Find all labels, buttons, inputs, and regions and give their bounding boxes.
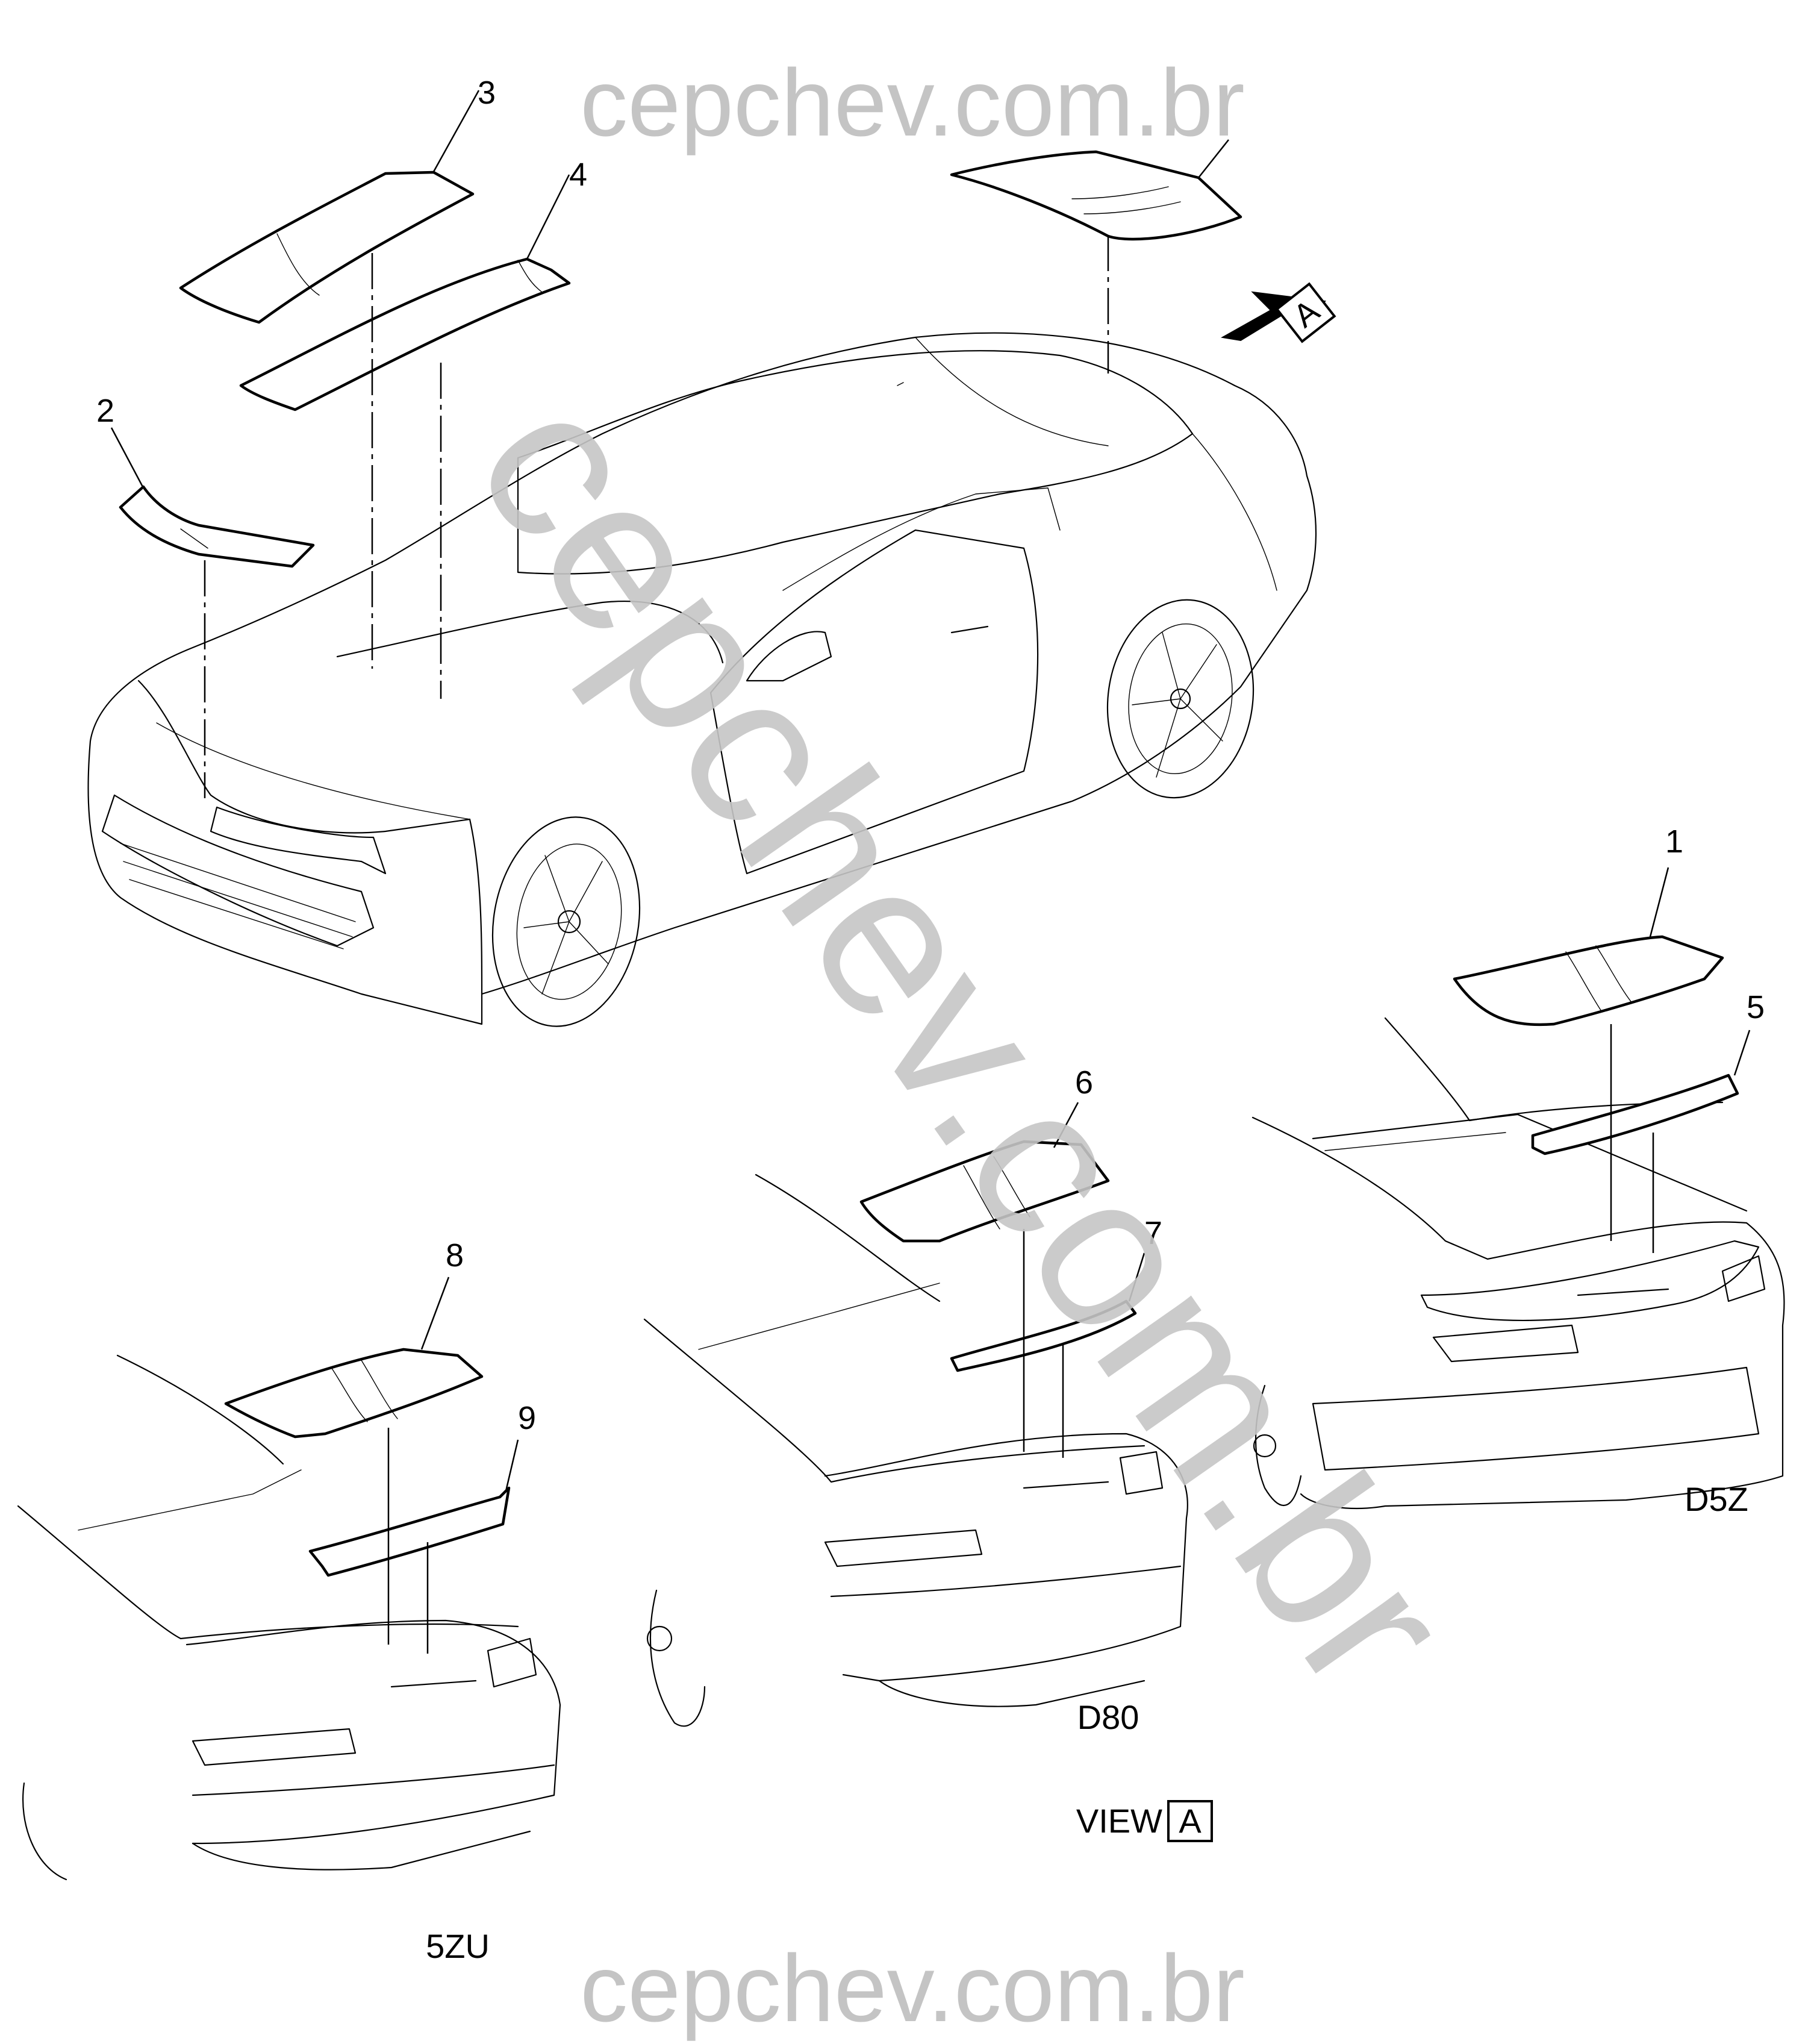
callout-8: 8 xyxy=(446,1237,464,1274)
callout-6: 6 xyxy=(1075,1064,1093,1101)
decal-part-8 xyxy=(224,1348,484,1439)
decal-part-6 xyxy=(859,1140,1110,1243)
callout-7: 7 xyxy=(1144,1215,1162,1251)
view-caption-letter: A xyxy=(1179,1802,1202,1840)
view-a-arrow: A xyxy=(1221,282,1336,343)
decal-part-1 xyxy=(1453,935,1724,1027)
leader-lines-d80 xyxy=(1023,1102,1145,1458)
view-caption-word: VIEW xyxy=(1076,1802,1162,1840)
rear-view-d80 xyxy=(643,1174,1188,1727)
main-car-drawing xyxy=(87,332,1317,1027)
decal-part-4 xyxy=(239,257,571,411)
callout-5: 5 xyxy=(1747,989,1765,1025)
decal-part-5 xyxy=(1531,1074,1739,1155)
callout-4: 4 xyxy=(569,157,587,193)
callout-9: 9 xyxy=(518,1400,536,1436)
watermark-top: cepchev.com.br xyxy=(580,50,1245,156)
leader-lines-5zu xyxy=(387,1277,519,1654)
decal-part-7 xyxy=(950,1299,1137,1372)
decal-part-9 xyxy=(308,1486,511,1577)
callout-1: 1 xyxy=(1665,824,1683,860)
callout-2: 2 xyxy=(96,393,114,429)
decal-rear-top xyxy=(950,150,1242,241)
option-code-d5z: D5Z xyxy=(1685,1480,1748,1518)
leader-lines-top xyxy=(110,90,1229,798)
callout-3: 3 xyxy=(478,75,496,111)
view-caption-box xyxy=(1167,1800,1213,1842)
watermark-diagonal: cepchev.com.br xyxy=(430,352,1498,1732)
decal-part-2 xyxy=(119,485,315,568)
view-a-caption: VIEW A xyxy=(1076,1800,1213,1842)
option-code-d80: D80 xyxy=(1077,1698,1139,1736)
option-code-5zu: 5ZU xyxy=(426,1927,490,1965)
view-box xyxy=(1275,282,1336,343)
watermark-bottom: cepchev.com.br xyxy=(580,1936,1245,2041)
decal-part-3 xyxy=(179,170,475,324)
leader-lines-d5z xyxy=(1610,867,1751,1253)
